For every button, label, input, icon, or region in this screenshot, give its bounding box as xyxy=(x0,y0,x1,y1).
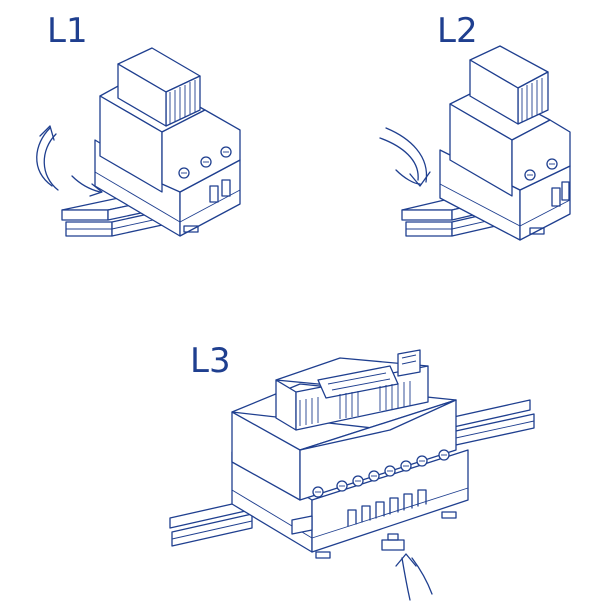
step-label-l1: L1 xyxy=(47,11,88,51)
step-l3-illustration xyxy=(169,349,535,601)
push-up-arrow-icon xyxy=(395,553,433,601)
locking-clip xyxy=(381,533,405,551)
push-arrow-icon xyxy=(71,175,103,197)
step-label-l2: L2 xyxy=(437,11,478,51)
din-module xyxy=(231,349,469,559)
din-module xyxy=(439,45,571,241)
din-rail-front xyxy=(291,515,313,535)
tilt-arrow-icon xyxy=(36,125,59,191)
din-rail xyxy=(169,399,535,547)
rotate-arrow-icon xyxy=(379,127,431,187)
step-l2-illustration xyxy=(379,45,571,241)
din-module xyxy=(94,47,241,237)
step-label-l3: L3 xyxy=(190,341,231,381)
step-l1-illustration xyxy=(36,47,241,237)
